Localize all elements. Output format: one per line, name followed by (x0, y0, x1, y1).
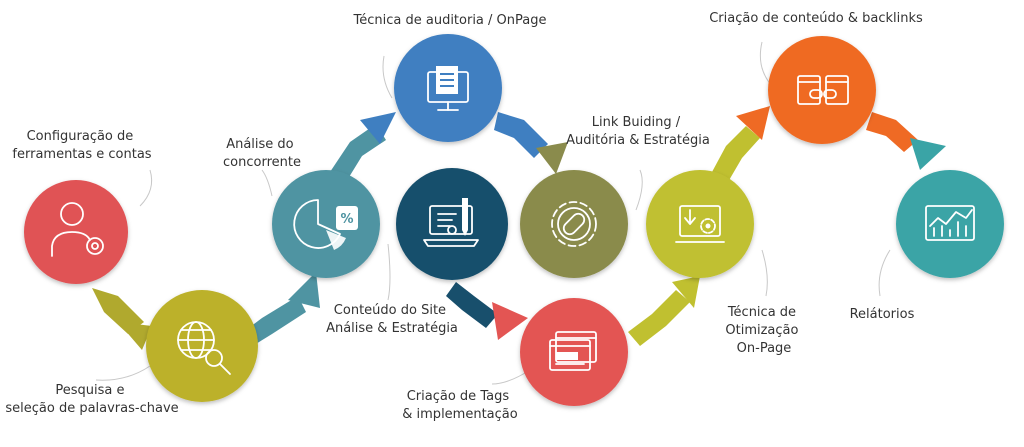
arrow-audit-linkbuilding (536, 142, 568, 174)
gear-link-icon (551, 201, 597, 247)
arrow-keywords-competitor (288, 272, 320, 308)
arrow-tags-onpage (672, 276, 700, 308)
connector-config-keywords (92, 288, 144, 334)
step-reports (896, 170, 1004, 278)
arrow-onpage-backlinks (736, 106, 770, 140)
step-content (396, 168, 508, 280)
arrow-competitor-audit (360, 112, 396, 144)
label-keywords: Pesquisa e seleção de palavras-chave (5, 383, 178, 416)
label-linkbuilding: Link Buiding / Auditória & Estratégia (566, 115, 710, 148)
label-audit: Técnica de auditoria / OnPage (353, 13, 547, 28)
arrow-backlinks-reports (910, 138, 946, 170)
pie-chart-percent-icon: % (293, 199, 358, 250)
chart-monitor-icon (925, 205, 975, 241)
arrow-config-keywords (118, 322, 152, 350)
label-competitor: Análise do concorrente (223, 137, 301, 170)
arrow-content-tags (492, 302, 528, 340)
connector-tags-onpage (628, 290, 690, 346)
label-tags: Criação de Tags & implementação (402, 389, 517, 422)
label-onpage: Técnica de Otimização On-Page (725, 305, 802, 356)
step-labels: Configuração de ferramentas e contas Pes… (5, 11, 923, 422)
label-config: Configuração de ferramentas e contas (12, 129, 151, 162)
label-content: Conteúdo do Site Análise & Estratégia (326, 303, 458, 336)
step-onpage (646, 170, 754, 278)
connector-audit-linkbuilding (494, 112, 548, 158)
label-reports: Relátorios (850, 307, 915, 322)
globe-search-icon (177, 321, 231, 375)
step-config (24, 180, 128, 284)
step-linkbuilding (520, 170, 628, 278)
step-audit (394, 34, 502, 142)
laptop-gear-icon (675, 205, 725, 243)
connector-onpage-backlinks (712, 126, 760, 182)
step-competitor: % (272, 170, 380, 278)
step-tags (520, 298, 628, 406)
step-circles: % (24, 34, 1004, 406)
label-backlinks: Criação de conteúdo & backlinks (709, 11, 923, 26)
browser-windows-icon (549, 331, 597, 371)
user-gear-icon (51, 202, 104, 257)
linked-windows-icon (797, 75, 849, 105)
svg-text:%: % (340, 212, 353, 227)
laptop-pencil-icon (423, 198, 479, 247)
connector-competitor-audit (330, 124, 386, 182)
connector-content-tags (446, 282, 498, 328)
step-backlinks (768, 36, 876, 144)
step-keywords (146, 290, 258, 402)
monitor-checklist-icon (427, 66, 469, 111)
connector-backlinks-reports (866, 112, 918, 152)
connectors (92, 106, 946, 350)
